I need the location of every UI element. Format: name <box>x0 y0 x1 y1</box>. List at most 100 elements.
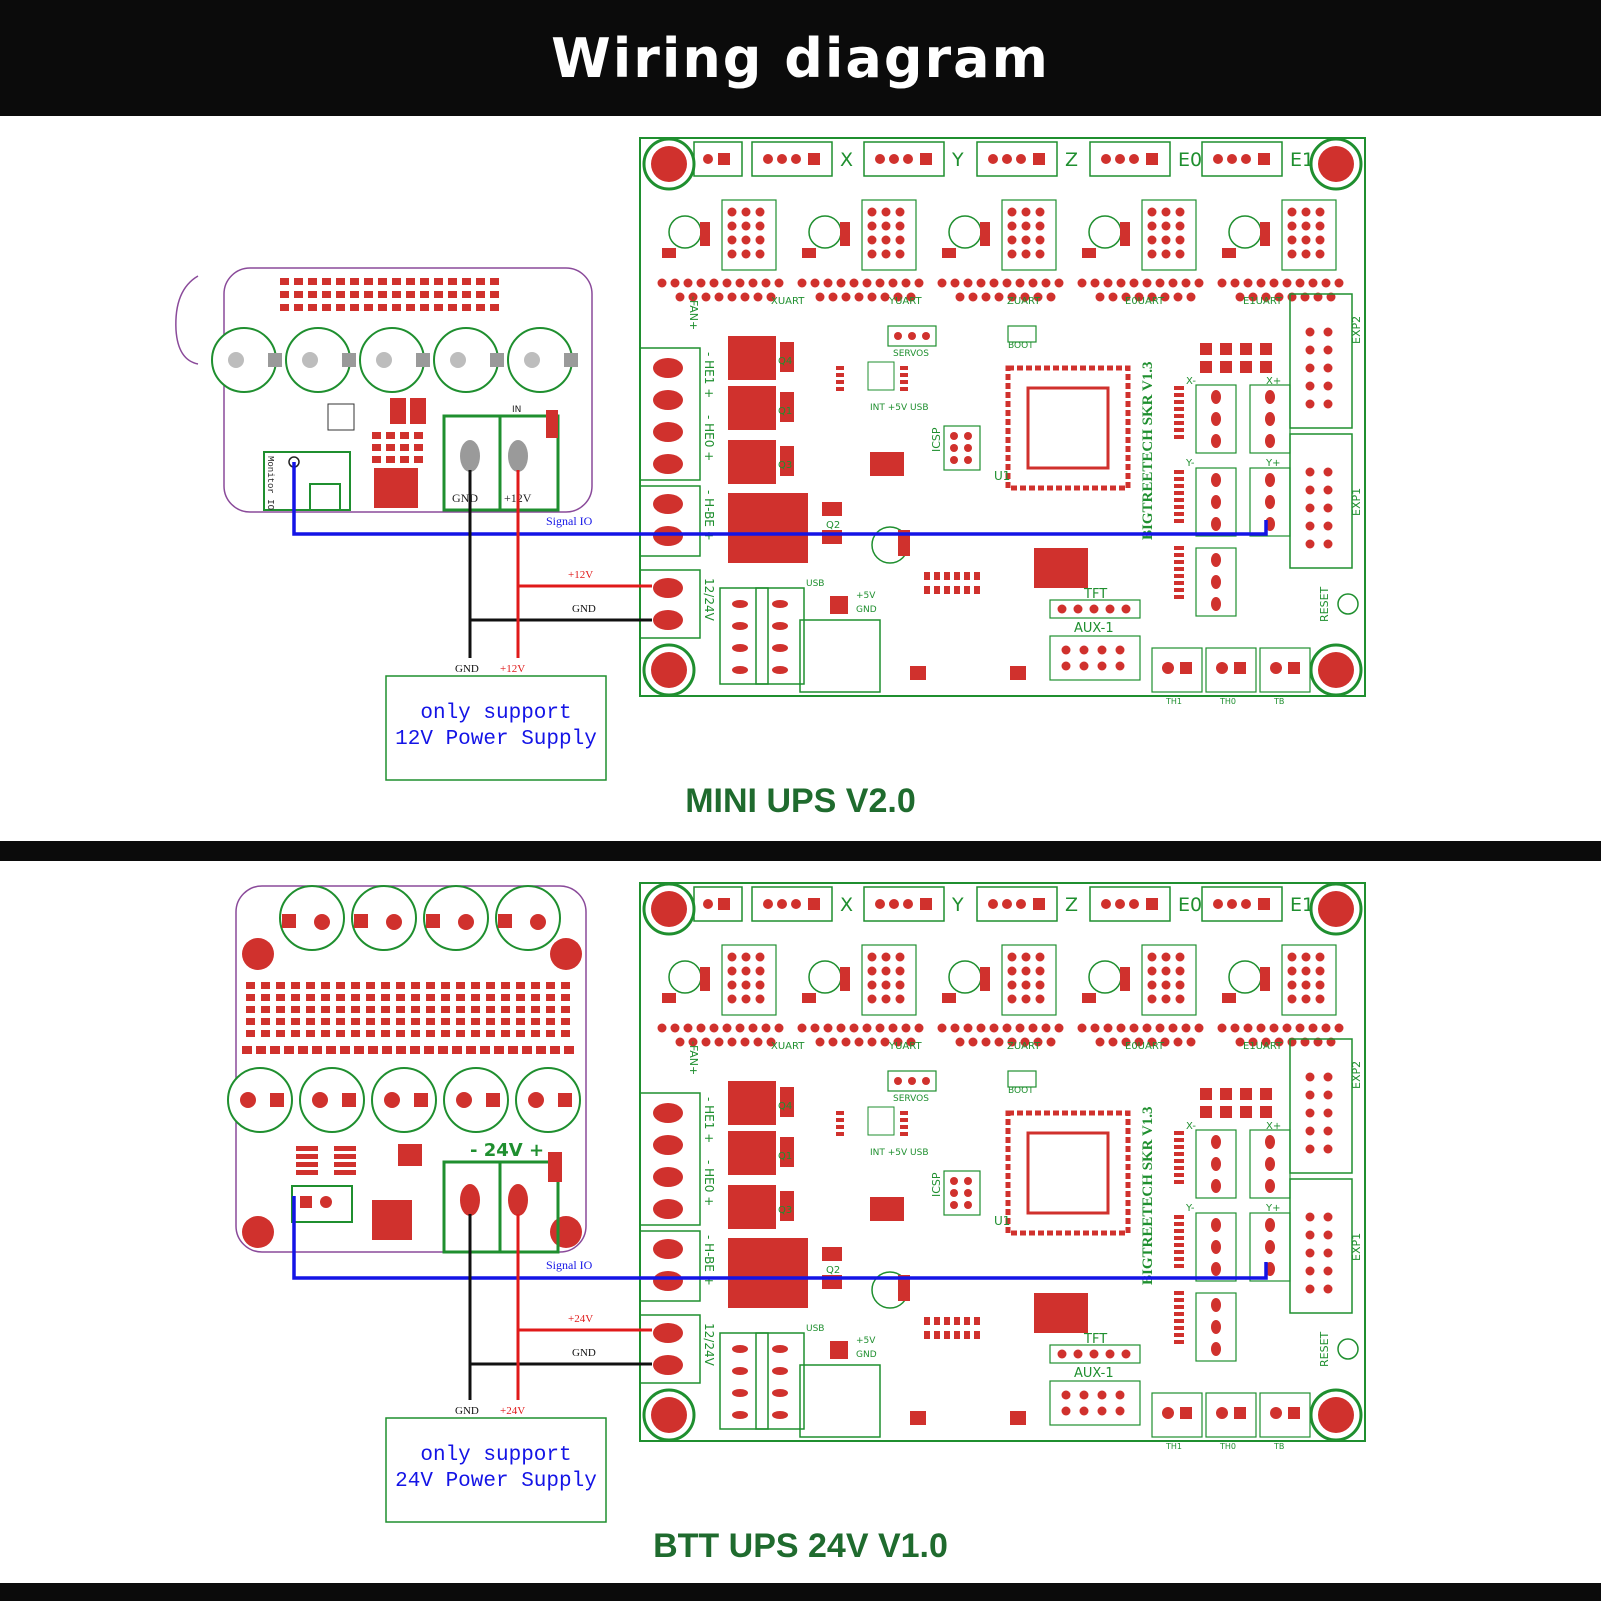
capacitor-pad <box>1260 967 1270 991</box>
tft-pin <box>1105 1349 1115 1359</box>
mounting-hole-pad <box>1318 146 1354 182</box>
axis-label-e0: E0 <box>1178 149 1202 171</box>
smd-pad <box>366 1030 375 1037</box>
smd-pad <box>351 1030 360 1037</box>
smd-pad <box>476 278 485 285</box>
smd-pad <box>276 982 285 989</box>
smd-pad <box>441 1030 450 1037</box>
motor-connector-pad <box>1213 154 1223 164</box>
exp1-pin <box>1323 1230 1333 1240</box>
driver-pin <box>1287 207 1297 217</box>
smd-pad <box>456 1030 465 1037</box>
smd-pad <box>1174 477 1184 481</box>
driver-header-pin <box>828 292 838 302</box>
thermistor-pin <box>1180 662 1192 674</box>
smd-pad <box>924 586 930 594</box>
smd-pad <box>276 1018 285 1025</box>
he0-label: - HE0 + <box>702 1160 716 1206</box>
endstop-jumper-pad <box>1240 1088 1252 1100</box>
smd-pad <box>246 1018 255 1025</box>
motor-connector-pad <box>1115 154 1125 164</box>
fuse-pad <box>732 600 748 608</box>
aux1-pin <box>1115 1406 1125 1416</box>
driver-pin <box>741 235 751 245</box>
smd-pad <box>322 278 331 285</box>
driver-header-pin <box>709 1023 719 1033</box>
smd-pad <box>900 1111 908 1115</box>
endstop-pin <box>1211 1179 1221 1193</box>
smd-pad <box>954 1331 960 1339</box>
smd-pad <box>378 304 387 311</box>
driver-pin <box>895 952 905 962</box>
driver-header-pin <box>906 1037 916 1047</box>
smd-pad <box>1174 400 1184 404</box>
smd-pad <box>434 278 443 285</box>
motor-connector-outline <box>751 141 833 177</box>
exp1-pin <box>1305 521 1315 531</box>
icsp-pin <box>950 1189 958 1197</box>
driver-header-pin <box>1007 1037 1017 1047</box>
driver-header-pin <box>1028 278 1038 288</box>
motor-connector-pad <box>791 899 801 909</box>
smd-pad <box>924 1317 930 1325</box>
exp2-pin <box>1323 363 1333 373</box>
driver-header-pin <box>709 278 719 288</box>
smd-pad <box>944 572 950 580</box>
smd-pad <box>246 1030 255 1037</box>
driver-header-pin <box>963 1023 973 1033</box>
driver-header-pin <box>836 278 846 288</box>
exp1-pin <box>1305 467 1315 477</box>
smd-pad <box>910 666 926 680</box>
smd-pad <box>1174 1319 1184 1323</box>
smd-pad <box>296 1154 318 1159</box>
smd-pad <box>910 1411 926 1425</box>
tft-header <box>1049 1344 1141 1364</box>
driver-pin <box>755 994 765 1004</box>
fuse-pad <box>546 410 558 438</box>
power-supply-box <box>385 1417 607 1523</box>
endstop-pin <box>1211 1240 1221 1254</box>
smd-pad <box>426 982 435 989</box>
driver-socket <box>1281 944 1337 1016</box>
smd-pad <box>434 291 443 298</box>
mounting-hole-pad <box>651 891 687 927</box>
aux1-pin <box>1079 661 1089 671</box>
int-5v-usb-label: INT +5V USB <box>870 403 929 413</box>
driver-pin <box>1021 994 1031 1004</box>
boot-jumper <box>1007 1070 1037 1088</box>
icsp-header <box>943 425 981 471</box>
motor-connector-pad <box>889 899 899 909</box>
smd-pad <box>900 373 908 377</box>
driver-header-pin <box>761 278 771 288</box>
smd-pad <box>1174 553 1184 557</box>
smd-pad <box>420 278 429 285</box>
smd-pad <box>312 1046 322 1054</box>
driver-header-pin <box>722 1023 732 1033</box>
driver-pin <box>881 207 891 217</box>
mosfet-pad <box>780 446 794 476</box>
exp2-pin <box>1305 327 1315 337</box>
driver-pin <box>1301 207 1311 217</box>
supercap-pad-round <box>240 1092 256 1108</box>
smd-pad <box>836 380 844 384</box>
axis-label-x: X <box>840 149 853 171</box>
smd-pad <box>944 586 950 594</box>
thermistor-pin <box>1288 662 1300 674</box>
exp2-pin <box>1305 363 1315 373</box>
driver-pin <box>741 249 751 259</box>
driver-pin <box>895 994 905 1004</box>
endstop-pin <box>1211 434 1221 448</box>
capacitor-outline <box>1228 960 1262 994</box>
smd-pad <box>306 1006 315 1013</box>
mosfet-body <box>728 386 776 430</box>
supercap-pad-square <box>564 353 578 367</box>
aux1-pin <box>1115 661 1125 671</box>
smd-pad <box>386 432 395 439</box>
driver-pin <box>1287 980 1297 990</box>
smd-pad <box>561 1006 570 1013</box>
smd-pad <box>1222 248 1236 258</box>
smd-pad <box>448 291 457 298</box>
driver-header-pin <box>1261 292 1271 302</box>
driver-header-pin <box>1121 1037 1131 1047</box>
